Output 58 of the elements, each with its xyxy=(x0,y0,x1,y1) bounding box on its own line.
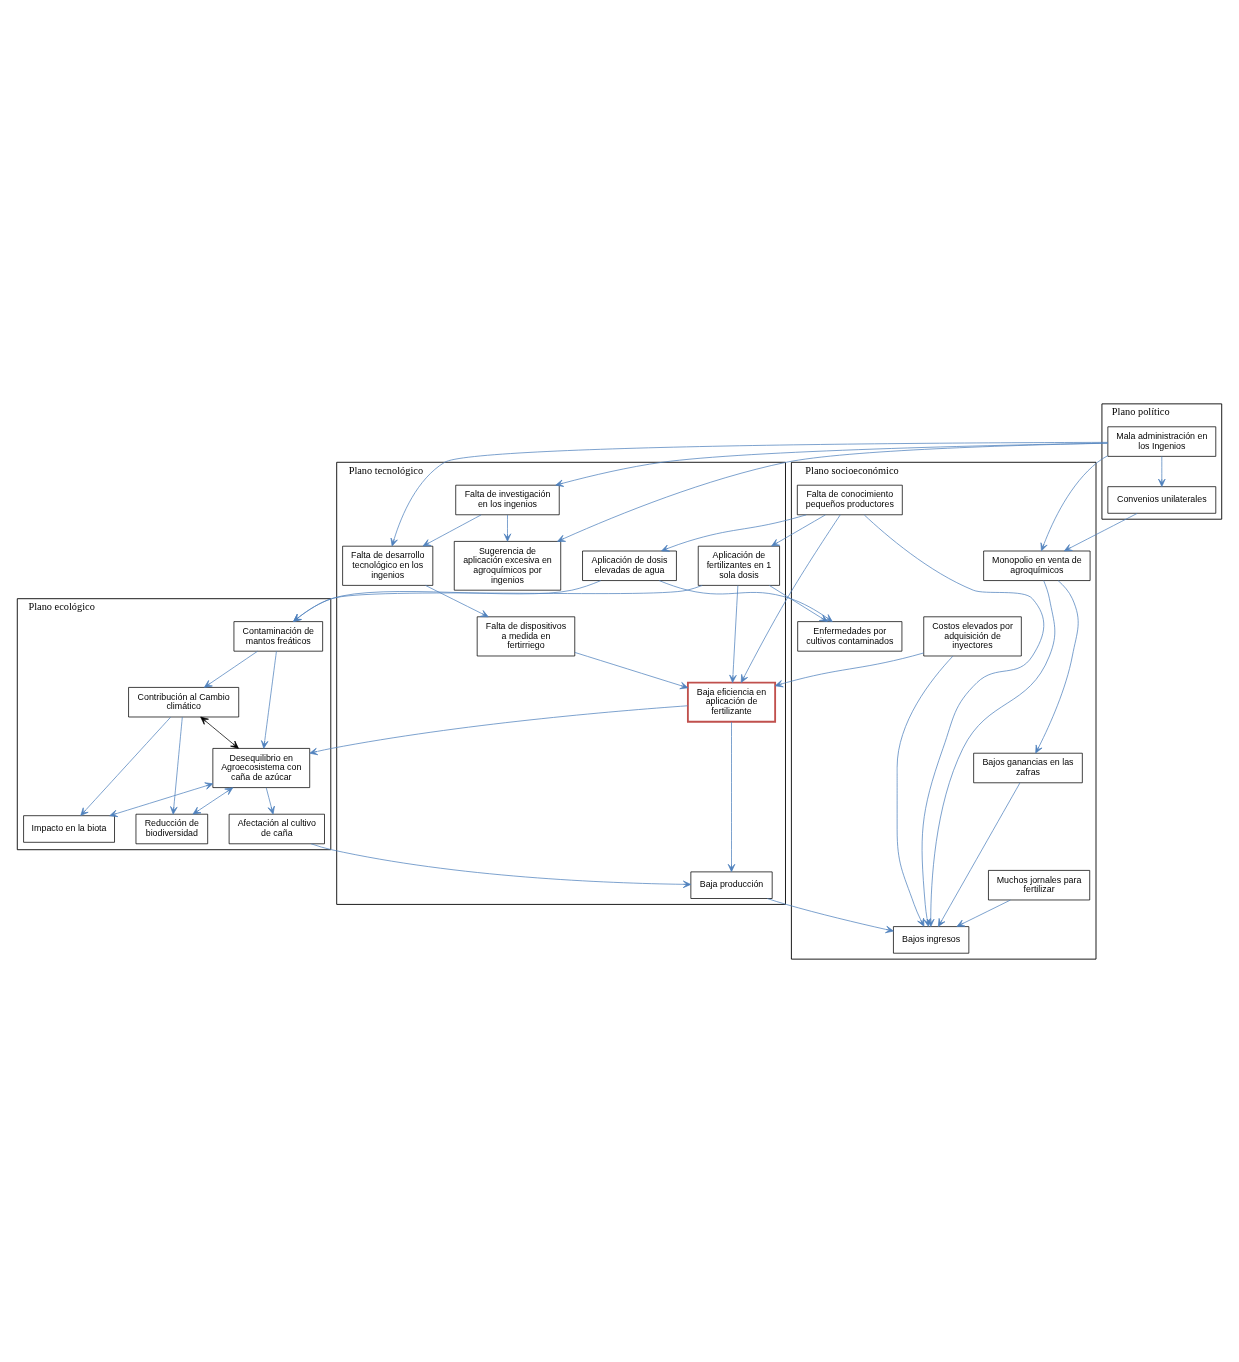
arrow xyxy=(192,786,234,815)
node-box: Falta de dispositivos a medida en fertirriego xyxy=(476,615,576,656)
node-box: Impacto en la biota xyxy=(23,814,115,843)
node-box: Reducción de biodiversidad xyxy=(135,813,209,844)
arrow xyxy=(310,842,692,888)
arrow xyxy=(774,652,924,687)
arrow xyxy=(727,721,736,872)
arrow xyxy=(956,899,1011,927)
arrow xyxy=(768,584,828,622)
arrow xyxy=(658,579,833,622)
arrow xyxy=(557,442,1109,542)
arrow xyxy=(293,584,703,622)
arrow xyxy=(390,441,1109,546)
arrow xyxy=(937,782,1021,927)
arrow xyxy=(927,579,1056,927)
node-box: Contribución al Cambio climático xyxy=(128,686,240,717)
arrow xyxy=(1040,454,1108,551)
node-box: Costos elevados por adquisición de inyectores xyxy=(923,615,1022,656)
node-box: Bajos ganancias en las zafras xyxy=(973,752,1083,783)
arrow xyxy=(425,584,489,617)
arrow xyxy=(309,704,689,755)
arrow xyxy=(80,716,172,816)
node-box: Baja producción xyxy=(690,871,773,899)
arrow xyxy=(200,716,239,749)
arrow xyxy=(729,584,739,683)
arrow xyxy=(109,781,214,817)
arrow xyxy=(204,650,258,688)
node-box: Contaminación de mantos freáticos xyxy=(233,620,323,652)
node-box: Baja eficiencia en aplicación de fertilizante xyxy=(686,681,777,723)
node-box: Mala administración en los Ingenios xyxy=(1107,425,1217,457)
arrow xyxy=(422,513,482,546)
arrow xyxy=(766,897,894,933)
node-box: Bajos ingresos xyxy=(893,925,970,954)
arrow xyxy=(265,787,275,814)
node-box: Aplicación de dosis elevadas de agua xyxy=(582,550,677,581)
node-box: Sugerencia de aplicación excesiva en agroquímicos por ingenios xyxy=(453,540,562,591)
arrow xyxy=(1063,512,1138,551)
node-box: Convenios unilaterales xyxy=(1107,485,1217,514)
node-box: Afectación al cultivo de caña xyxy=(228,813,325,844)
node-box: Monopolio en venta de agroquímicos xyxy=(983,550,1091,581)
arrow xyxy=(1035,579,1079,753)
node-box: Aplicación de fertilizantes en 1 sola dosis xyxy=(697,545,780,586)
node-box: Falta de conocimiento pequeños productores xyxy=(796,484,903,515)
node-box: Falta de investigación en los ingenios xyxy=(455,484,560,515)
arrow xyxy=(661,513,807,552)
arrow xyxy=(503,514,512,542)
arrow xyxy=(261,650,277,749)
arrow xyxy=(771,513,826,546)
node-box: Muchos jornales para fertilizar xyxy=(988,869,1091,900)
arrow xyxy=(574,651,689,689)
arrow xyxy=(740,513,841,683)
arrow xyxy=(1158,455,1166,487)
node-box: Desequilibrio en Agroecosistema con caña de azúcar xyxy=(212,747,311,788)
arrow xyxy=(293,579,602,622)
arrow xyxy=(170,716,183,815)
node-box: Falta de desarrollo tecnológico en los ingenios xyxy=(342,545,434,586)
arrow xyxy=(555,442,1109,487)
node-box: Enfermedades por cultivos contaminados xyxy=(797,620,903,652)
